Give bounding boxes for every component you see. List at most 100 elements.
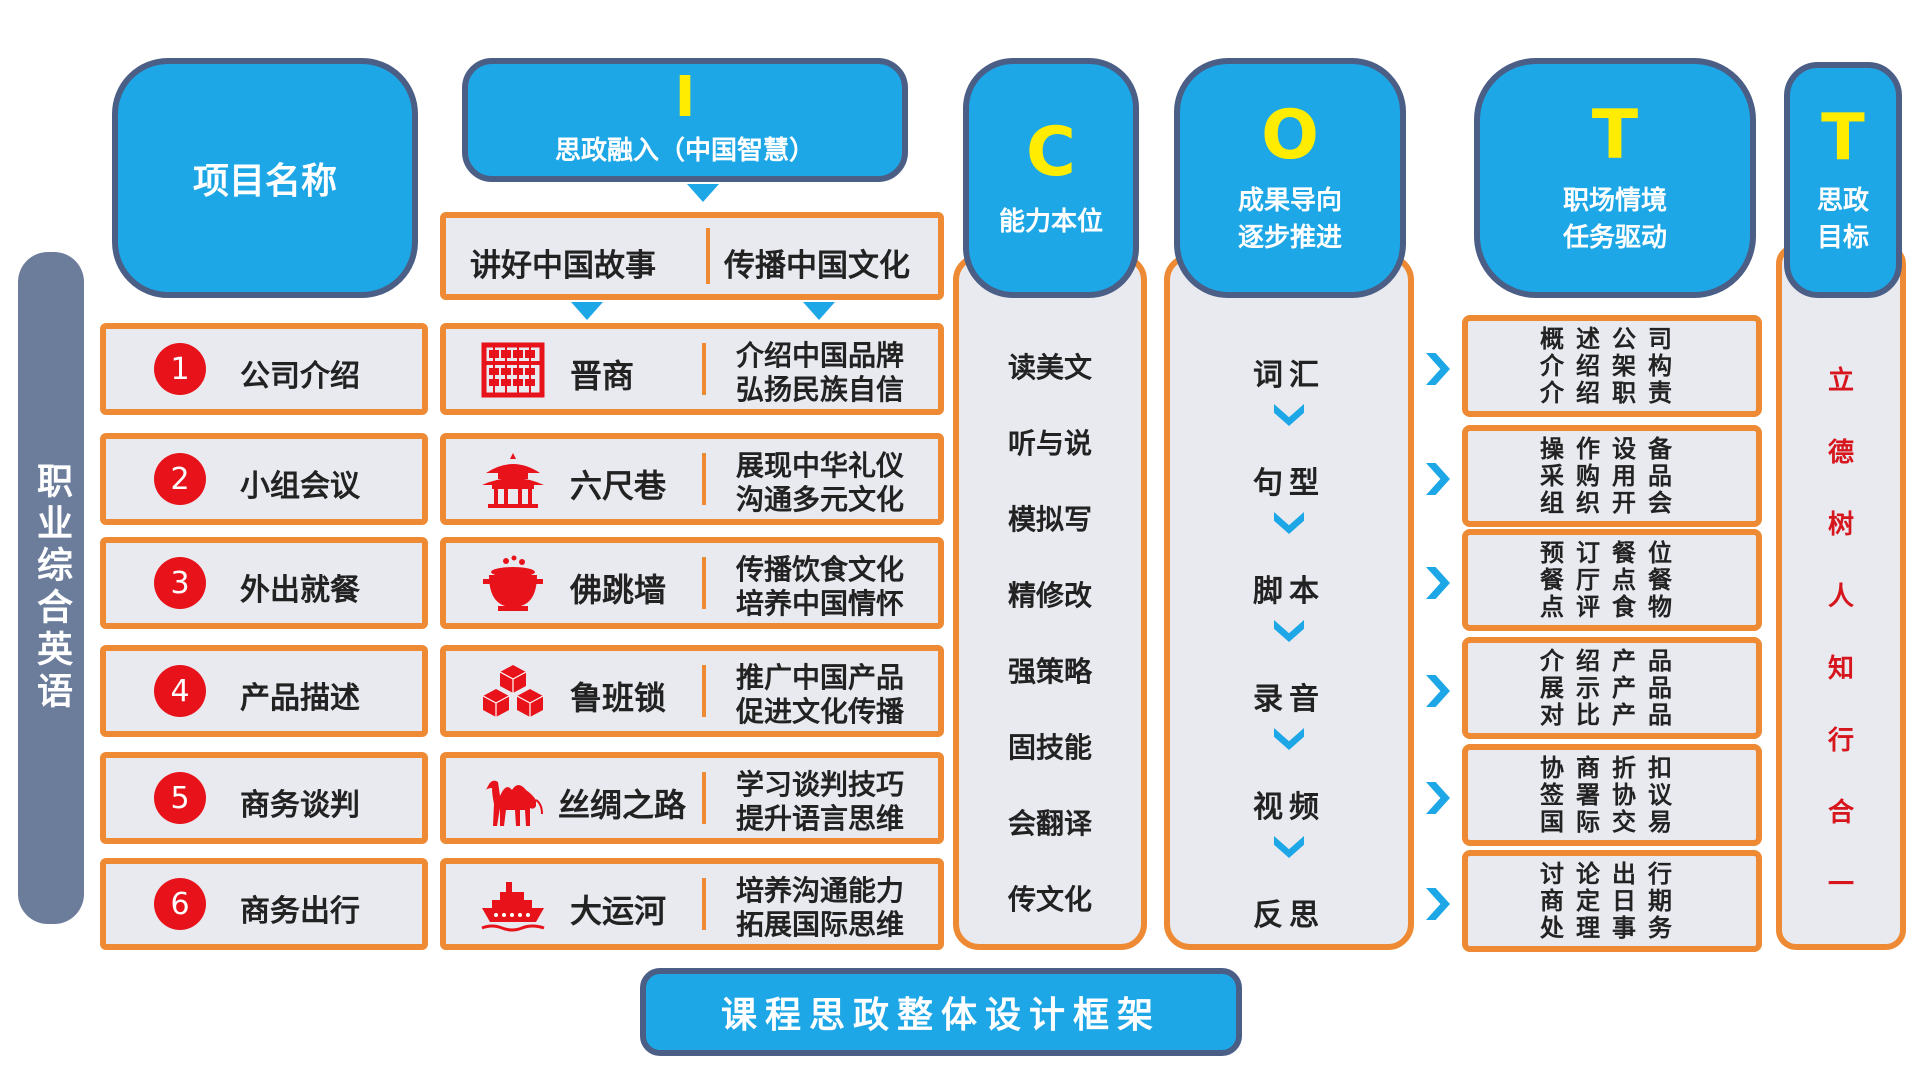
task-line: 点评食物 <box>1540 592 1684 621</box>
culture-divider <box>702 557 706 609</box>
culture-name: 晋商 <box>570 357 635 395</box>
header-t-task-line2: 任务驱动 <box>1562 223 1667 253</box>
row-number-badge: 1 <box>154 343 206 395</box>
culture-divider <box>702 772 706 824</box>
culture-description-line2: 拓展国际思维 <box>736 908 905 941</box>
culture-description-line2: 沟通多元文化 <box>736 483 905 516</box>
task-line: 处理事务 <box>1540 913 1684 942</box>
chevron-down-icon <box>1274 512 1304 534</box>
task-line: 组织开会 <box>1540 488 1684 517</box>
result-item: 脚本 <box>1253 574 1325 609</box>
project-row-box: 1 公司介绍 <box>100 323 428 415</box>
abacus-icon <box>480 341 546 399</box>
culture-divider <box>702 453 706 505</box>
luban-lock-icon <box>480 663 546 721</box>
task-row-box: 协商折扣签署协议国际交易 <box>1462 744 1762 846</box>
header-t-goal-letter: T <box>1821 101 1865 175</box>
chevron-down-icon <box>803 302 835 320</box>
chevron-right-icon <box>1426 353 1450 385</box>
culture-description-line1: 推广中国产品 <box>736 661 905 694</box>
culture-name: 六尺巷 <box>570 467 667 505</box>
header-t-goal: T 思政 目标 <box>1784 62 1902 298</box>
task-line: 预订餐位 <box>1540 538 1684 567</box>
pavilion-icon <box>480 451 546 509</box>
task-line: 介绍产品 <box>1540 646 1684 675</box>
footer-title-text: 课程思政整体设计框架 <box>720 995 1161 1036</box>
project-name: 产品描述 <box>240 681 360 716</box>
task-line: 国际交易 <box>1540 807 1684 836</box>
chevron-right-icon <box>1426 567 1450 599</box>
row-number-badge: 5 <box>154 772 206 824</box>
header-o-line2: 逐步推进 <box>1237 223 1342 253</box>
chevron-down-icon <box>1274 728 1304 750</box>
culture-name: 丝绸之路 <box>558 786 687 824</box>
task-row-box: 概述公司介绍架构介绍职责 <box>1462 315 1762 417</box>
culture-name: 鲁班锁 <box>570 679 667 717</box>
result-item: 视频 <box>1253 790 1325 825</box>
task-line: 介绍架构 <box>1540 351 1684 380</box>
project-name: 公司介绍 <box>240 359 360 394</box>
culture-description-line2: 促进文化传播 <box>736 695 905 728</box>
story-bar-left: 讲好中国故事 <box>470 248 656 284</box>
story-bar-right: 传播中国文化 <box>724 248 910 284</box>
header-o-line1: 成果导向 <box>1237 186 1342 216</box>
story-bar-divider <box>706 228 710 284</box>
chevron-down-icon <box>1274 404 1304 426</box>
project-name: 商务谈判 <box>240 788 360 823</box>
header-t-goal-line1: 思政 <box>1816 186 1869 216</box>
task-row-box: 介绍产品展示产品对比产品 <box>1462 637 1762 739</box>
header-t-task: T 职场情境 任务驱动 <box>1474 58 1756 298</box>
ability-item: 会翻译 <box>1007 807 1092 840</box>
culture-row-box: 鲁班锁 推广中国产品促进文化传播 <box>440 645 944 737</box>
culture-description-line1: 培养沟通能力 <box>736 874 905 907</box>
chevron-down-icon <box>1274 836 1304 858</box>
ability-item: 模拟写 <box>1007 503 1092 536</box>
culture-description: 学习谈判技巧提升语言思维 <box>736 768 904 836</box>
goal-list: 立德树人知行合一 <box>1782 360 1900 920</box>
chevron-right-icon <box>1426 888 1450 920</box>
culture-row-box: 大运河培养沟通能力拓展国际思维 <box>440 858 944 950</box>
task-row-box: 预订餐位餐厅点餐点评食物 <box>1462 529 1762 631</box>
ability-item: 听与说 <box>1007 427 1092 460</box>
goal-char: 知 <box>1827 654 1854 684</box>
goal-char: 德 <box>1827 438 1854 468</box>
culture-divider <box>702 343 706 395</box>
ship-icon <box>480 876 546 934</box>
goal-char: 立 <box>1827 366 1854 396</box>
task-line: 采购用品 <box>1540 461 1684 490</box>
culture-description: 推广中国产品促进文化传播 <box>736 661 904 729</box>
ability-item: 传文化 <box>1007 883 1092 916</box>
project-name: 商务出行 <box>240 894 360 929</box>
culture-row-box: 丝绸之路 学习谈判技巧提升语言思维 <box>440 752 944 844</box>
project-name: 外出就餐 <box>240 573 360 608</box>
ability-item: 固技能 <box>1007 731 1092 764</box>
culture-row-box: 佛跳墙传播饮食文化培养中国情怀 <box>440 537 944 629</box>
task-row-box: 操作设备采购用品组织开会 <box>1462 425 1762 527</box>
chevron-down-icon <box>687 184 719 202</box>
header-c-letter: C <box>1026 112 1076 192</box>
side-label-bar: 职业综合英语 <box>18 252 84 924</box>
task-line: 讨论出行 <box>1540 859 1684 888</box>
task-line: 协商折扣 <box>1540 753 1684 782</box>
culture-description-line1: 展现中华礼仪 <box>736 449 905 482</box>
ability-item: 精修改 <box>1007 579 1092 612</box>
story-bar: 讲好中国故事 传播中国文化 <box>440 212 944 300</box>
ability-list: 读美文听与说模拟写精修改强策略固技能会翻译传文化 <box>959 330 1141 930</box>
header-o: O 成果导向 逐步推进 <box>1174 58 1406 298</box>
row-number-badge: 2 <box>154 453 206 505</box>
header-t-task-line1: 职场情境 <box>1562 186 1667 216</box>
task-line: 概述公司 <box>1540 324 1684 353</box>
ability-item: 强策略 <box>1007 655 1092 688</box>
goal-char: 树 <box>1827 510 1854 540</box>
task-line: 介绍职责 <box>1540 378 1684 407</box>
culture-description-line1: 传播饮食文化 <box>736 553 905 586</box>
culture-description-line1: 学习谈判技巧 <box>736 768 905 801</box>
culture-divider <box>702 665 706 717</box>
result-item: 词汇 <box>1253 358 1325 393</box>
cooking-pot-icon <box>480 555 546 613</box>
task-line: 展示产品 <box>1540 673 1684 702</box>
chevron-right-icon <box>1426 675 1450 707</box>
task-row-box: 讨论出行商定日期处理事务 <box>1462 850 1762 952</box>
row-number-badge: 6 <box>154 878 206 930</box>
